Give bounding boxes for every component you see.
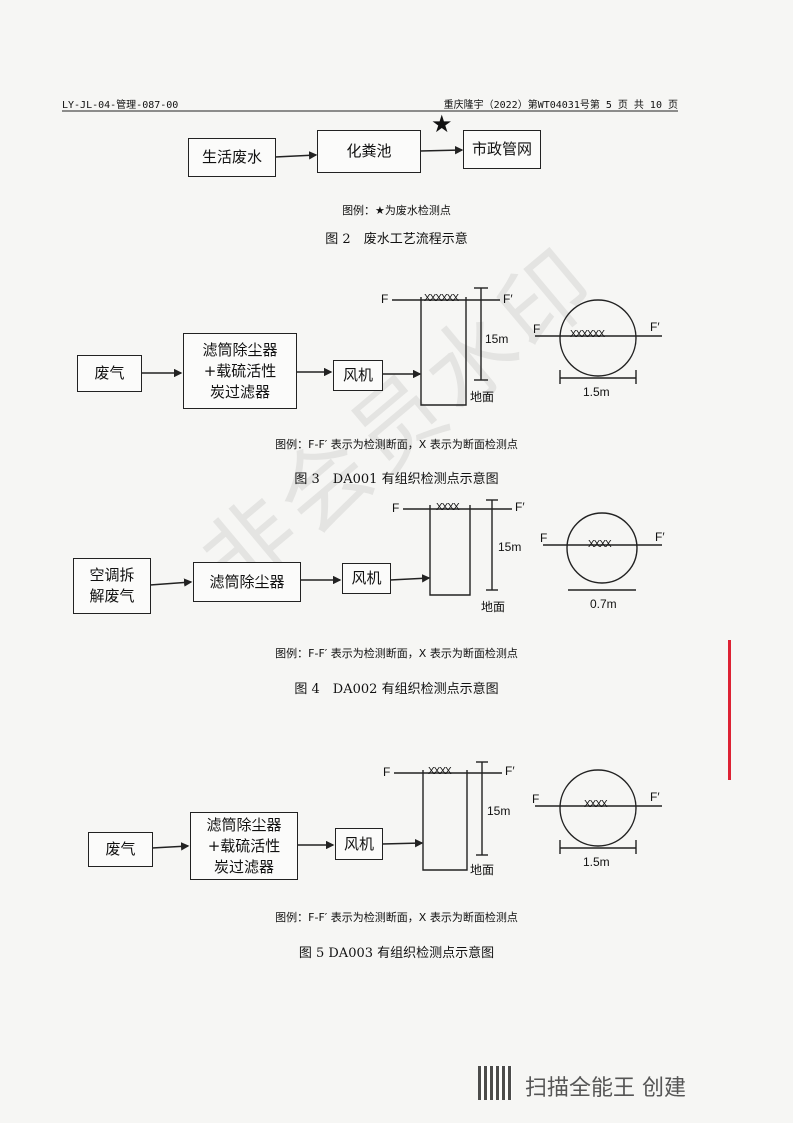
fig5-caption: 图 5 DA003 有组织检测点示意图 <box>298 946 495 961</box>
fan-box: 风机 <box>342 563 391 594</box>
stack-height: 15m <box>487 804 511 818</box>
fan-box: 风机 <box>335 828 383 860</box>
circle-sampling-points: XXXX <box>584 799 608 810</box>
fig2-caption: 图 2 废水工艺流程示意 <box>325 232 468 247</box>
ground-label: 地面 <box>481 600 506 614</box>
diameter-label: 1.5m <box>583 385 610 399</box>
qr-code-icon <box>478 1066 512 1100</box>
section-label-f-prime: F′ <box>503 292 513 306</box>
stack-sampling-points: XXXXXX <box>424 293 459 304</box>
stack-sampling-points: XXXX <box>436 502 460 513</box>
star-icon: ★ <box>431 110 453 138</box>
circle-label-f-prime: F′ <box>655 530 665 544</box>
circle-sampling-points: XXXXXX <box>570 329 605 340</box>
circle-label-f-prime: F′ <box>650 790 660 804</box>
circle-label-f-prime: F′ <box>650 320 660 334</box>
seal-stamp-fragment <box>728 640 751 780</box>
section-label-f-prime: F′ <box>515 500 525 514</box>
stack-height: 15m <box>485 332 509 346</box>
ac-dismantling-gas-box: 空调拆 解废气 <box>73 558 151 614</box>
fig5-legend: 图例：F-F′ 表示为检测断面，X 表示为断面检测点 <box>275 911 518 924</box>
filter-box: 滤筒除尘器 +载硫活性 炭过滤器 <box>183 333 297 409</box>
section-label-f: F <box>392 501 400 515</box>
circle-label-f: F <box>533 322 541 336</box>
scanner-footer: 扫描全能王 创建 <box>525 1076 686 1101</box>
section-label-f: F <box>381 292 389 306</box>
septic-tank-box: 化粪池 <box>317 130 421 173</box>
stack-height: 15m <box>498 540 522 554</box>
diameter-label: 1.5m <box>583 855 610 869</box>
filter-box: 滤筒除尘器 <box>193 562 301 602</box>
fig3-caption: 图 3 DA001 有组织检测点示意图 <box>294 472 499 487</box>
section-label-f: F <box>383 765 391 779</box>
circle-sampling-points: XXXX <box>588 539 612 550</box>
fig4-legend: 图例：F-F′ 表示为检测断面，X 表示为断面检测点 <box>275 647 518 660</box>
circle-label-f: F <box>532 792 540 806</box>
report-number: 重庆隆宇（2022）第WT04031号第 5 页 共 10 页 <box>443 100 678 111</box>
municipal-network-box: 市政管网 <box>463 130 541 169</box>
doc-code: LY-JL-04-管理-087-00 <box>62 100 179 111</box>
fig4-caption: 图 4 DA002 有组织检测点示意图 <box>294 682 499 697</box>
exhaust-gas-box: 废气 <box>88 832 153 867</box>
ground-label: 地面 <box>470 390 495 404</box>
stack-sampling-points: XXXX <box>428 766 452 777</box>
domestic-wastewater-box: 生活废水 <box>188 138 276 177</box>
exhaust-gas-box: 废气 <box>77 355 142 392</box>
fan-box: 风机 <box>333 360 383 391</box>
fig3-legend: 图例：F-F′ 表示为检测断面，X 表示为断面检测点 <box>275 438 518 451</box>
circle-label-f: F <box>540 531 548 545</box>
ground-label: 地面 <box>470 863 495 877</box>
section-label-f-prime: F′ <box>505 764 515 778</box>
fig2-legend: 图例：★为废水检测点 <box>342 204 451 217</box>
filter-box: 滤筒除尘器 +载硫活性 炭过滤器 <box>190 812 298 880</box>
diameter-label: 0.7m <box>590 597 617 611</box>
